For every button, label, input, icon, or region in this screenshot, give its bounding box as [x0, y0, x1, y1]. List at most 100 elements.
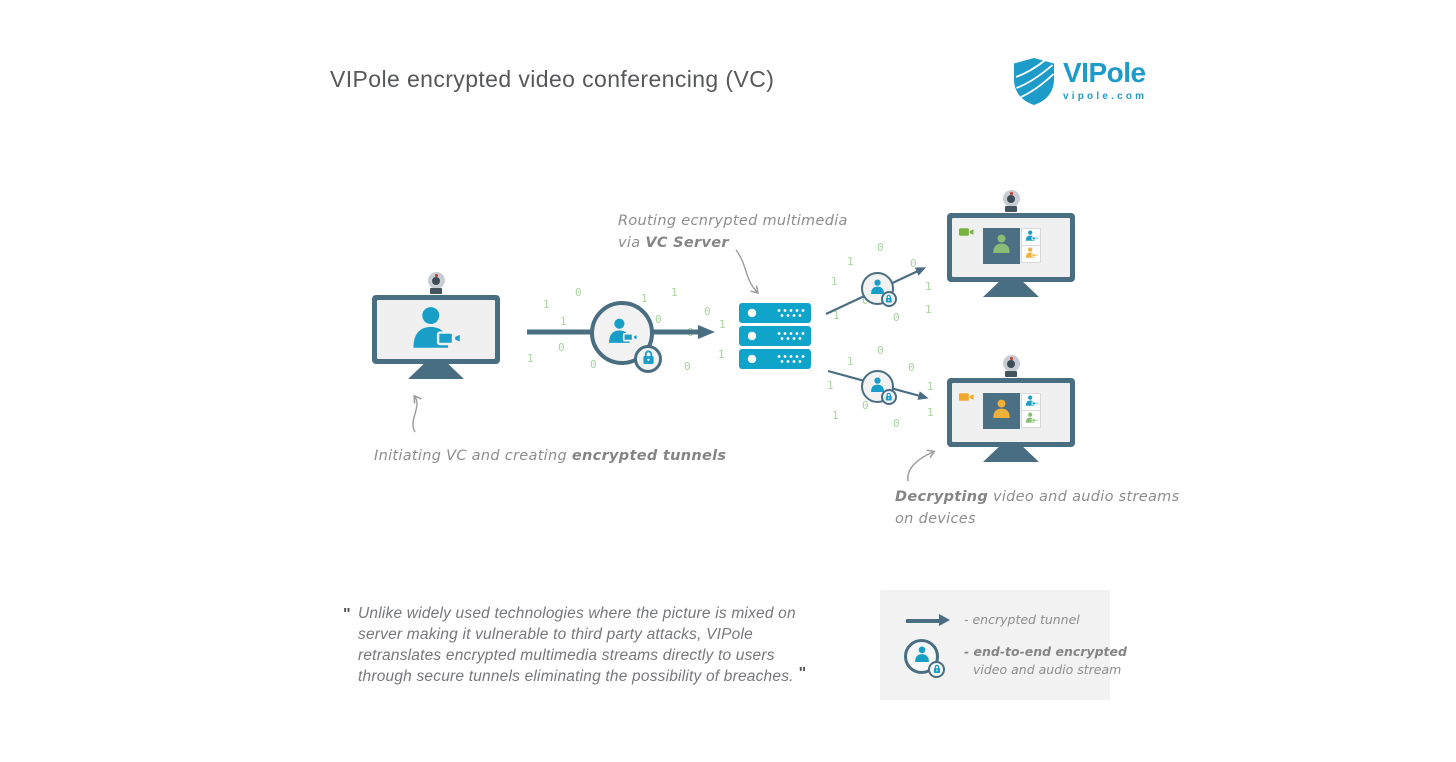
video-tile-main: [983, 393, 1020, 429]
annotation-initiating-pre: Initiating VC and creating: [374, 448, 572, 464]
binary-digit: 1: [833, 309, 840, 322]
binary-digit: 0: [590, 358, 597, 371]
binary-digit: 1: [847, 355, 854, 368]
lock-circle: [881, 291, 897, 307]
person-video-icon: [1025, 245, 1038, 263]
binary-digit: 0: [893, 311, 900, 324]
annotation-routing-line1: Routing ecnrypted multimedia: [618, 213, 848, 229]
annotation-initiating: Initiating VC and creating encrypted tun…: [374, 446, 726, 468]
arrow-icon: [939, 614, 950, 626]
lock-icon: [642, 349, 655, 370]
person-video-icon: [1025, 393, 1038, 411]
quote-line: server making it vulnerable to third par…: [358, 626, 753, 643]
binary-digit: 1: [671, 286, 678, 299]
monitor-receiver-bottom: [947, 355, 1075, 462]
binary-digit: 0: [910, 257, 917, 270]
camera-icon: [959, 389, 974, 407]
binary-digit: 1: [827, 379, 834, 392]
binary-digit: 0: [655, 313, 662, 326]
person-video-icon: [410, 306, 462, 353]
quote-line-text: through secure tunnels eliminating the p…: [358, 668, 794, 685]
annotation-decrypting: Decrypting video and audio streams on de…: [895, 487, 1179, 530]
binary-digit: 1: [925, 303, 932, 316]
binary-digit: 0: [862, 399, 869, 412]
annotation-routing: Routing ecnrypted multimedia via VC Serv…: [618, 211, 848, 254]
binary-digit: 0: [575, 286, 582, 299]
binary-digit: 1: [927, 406, 934, 419]
video-tile-main: [983, 228, 1020, 264]
legend-e2e-label-line1: - end-to-end encrypted: [964, 644, 1127, 659]
video-tile-small: [1021, 393, 1041, 411]
legend-e2e-label-line2: video and audio stream: [973, 662, 1122, 677]
annotation-initiating-bold: encrypted tunnels: [571, 448, 727, 464]
quote-line: Unlike widely used technologies where th…: [358, 605, 796, 622]
lock-icon: [885, 290, 893, 308]
binary-digit: 0: [877, 241, 884, 254]
binary-digit: 1: [832, 409, 839, 422]
camera-icon: [959, 224, 974, 242]
monitor-stand: [983, 281, 1039, 297]
annotation-arrow-initiating: [412, 394, 422, 433]
lock-circle: [634, 345, 662, 373]
logo-name: VIPole: [1063, 57, 1146, 88]
quote-close-mark: ": [798, 665, 807, 682]
binary-digit: 1: [718, 348, 725, 361]
monitor-sender: [372, 272, 500, 379]
binary-digit: 0: [558, 341, 565, 354]
binary-digit: 0: [684, 360, 691, 373]
monitor-stand: [983, 446, 1039, 462]
quote-line: retranslates encrypted multimedia stream…: [358, 647, 775, 664]
person-icon: [991, 399, 1012, 423]
vipole-logo: VIPole vipole.com: [1014, 58, 1147, 110]
annotation-decrypting-bold: Decrypting: [895, 489, 989, 505]
monitor-stand: [408, 363, 464, 379]
annotation-decrypting-line2: on devices: [895, 510, 976, 527]
annotation-arrow-decrypting: [907, 449, 936, 482]
lock-icon: [933, 661, 941, 679]
quote-block: " Unlike widely used technologies where …: [343, 603, 820, 687]
annotation-routing-line2-bold: VC Server: [645, 234, 729, 251]
webcam-icon: [427, 272, 445, 295]
legend-box: - encrypted tunnel - end-to-end encrypte…: [880, 590, 1127, 700]
monitor-screen: [952, 383, 1070, 442]
binary-digit: 1: [527, 352, 534, 365]
webcam-icon: [1002, 355, 1020, 378]
binary-digit: 1: [560, 315, 567, 328]
lock-circle: [928, 661, 945, 678]
quote-line: through secure tunnels eliminating the p…: [358, 665, 820, 687]
arrow-icon: [906, 619, 940, 623]
binary-digit: 0: [908, 361, 915, 374]
monitor-screen: [377, 300, 495, 359]
video-tile-small: [1021, 410, 1041, 428]
monitor-receiver-top: [947, 190, 1075, 297]
video-tile-small: [1021, 245, 1041, 263]
person-video-icon: [1025, 410, 1038, 428]
monitor-frame: [947, 213, 1075, 282]
page-title: VIPole encrypted video conferencing (VC): [330, 66, 775, 92]
binary-digit: 0: [893, 417, 900, 430]
binary-digit: 0: [687, 326, 694, 339]
legend-tunnel-label: - encrypted tunnel: [964, 612, 1080, 627]
annotation-decrypting-rest: video and audio streams: [988, 489, 1180, 505]
video-tile-small: [1021, 228, 1041, 246]
binary-digit: 0: [704, 305, 711, 318]
binary-digit: 1: [719, 318, 726, 331]
webcam-icon: [1002, 190, 1020, 213]
logo-text-block: VIPole vipole.com: [1063, 57, 1148, 103]
binary-digit: 1: [831, 275, 838, 288]
binary-digit: 1: [927, 380, 934, 393]
lock-circle: [881, 389, 897, 405]
binary-digit: 1: [641, 292, 648, 305]
person-video-icon: [607, 318, 638, 348]
shield-icon: [1014, 58, 1055, 110]
logo-domain: vipole.com: [1063, 91, 1148, 102]
person-video-icon: [1025, 228, 1038, 246]
monitor-screen: [952, 218, 1070, 277]
binary-digit: 1: [925, 280, 932, 293]
quote-open-mark: ": [343, 606, 351, 623]
binary-digit: 0: [877, 344, 884, 357]
monitor-frame: [947, 378, 1075, 447]
annotation-arrow-routing: [735, 249, 759, 295]
person-icon: [991, 234, 1012, 258]
